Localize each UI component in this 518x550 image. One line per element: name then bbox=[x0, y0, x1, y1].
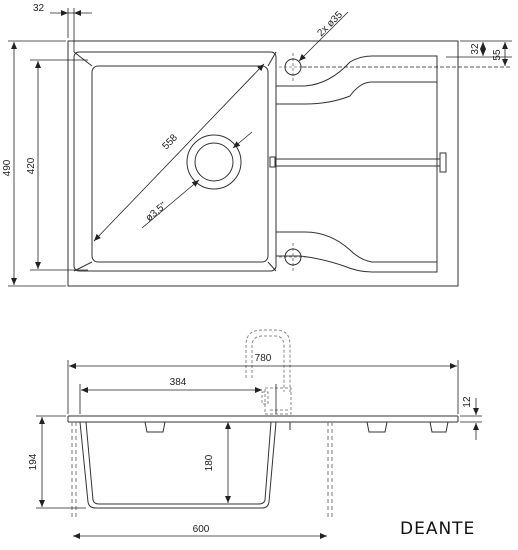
dim-total-depth: 194 bbox=[28, 453, 39, 470]
overflow-slot bbox=[439, 152, 447, 173]
faucet-outline bbox=[245, 329, 292, 415]
dim-hole-offset-b: 55 bbox=[492, 49, 503, 61]
dim-overall-height: 490 bbox=[2, 159, 13, 176]
dim-edge-offset: 32 bbox=[33, 3, 45, 14]
dim-overall-length: 780 bbox=[255, 353, 272, 364]
bowl-profile bbox=[79, 421, 277, 509]
tap-hole-bottom bbox=[284, 248, 302, 266]
bowl-bevel bbox=[267, 51, 277, 67]
dim-hole-offset-a: 32 bbox=[470, 43, 481, 55]
brand-logo: DEANTE bbox=[400, 519, 475, 539]
bowl-bevel bbox=[73, 51, 93, 67]
bowl-outer-rim bbox=[73, 51, 277, 272]
drain-inner bbox=[194, 142, 234, 182]
tap-hole-top bbox=[284, 58, 302, 76]
cabinet-walls bbox=[71, 422, 333, 520]
dim-bowl-depth: 180 bbox=[204, 454, 215, 471]
sink-outer-outline bbox=[67, 40, 459, 287]
bowl-inner bbox=[91, 65, 269, 263]
mounting-clip bbox=[144, 421, 166, 433]
top-view-dimensions bbox=[8, 8, 512, 287]
bowl-profile-inner bbox=[85, 421, 272, 505]
dim-bowl-length: 384 bbox=[170, 377, 187, 388]
mounting-clip bbox=[429, 421, 449, 433]
dim-rim-thickness: 12 bbox=[462, 396, 473, 408]
bowl-bevel bbox=[267, 261, 277, 272]
drainer-groove-bottom bbox=[276, 231, 438, 273]
mounting-clip bbox=[366, 421, 388, 433]
dim-tap-holes: 2x ø35 bbox=[316, 9, 346, 39]
dim-cabinet-width: 600 bbox=[193, 524, 210, 535]
dim-drain: ø3,5" bbox=[144, 200, 169, 224]
side-view bbox=[67, 415, 459, 509]
dim-bowl-height: 420 bbox=[26, 157, 37, 174]
bowl-bevel bbox=[73, 261, 93, 272]
top-view bbox=[67, 40, 459, 287]
side-view-dimensions bbox=[36, 360, 482, 539]
drainer-groove-top bbox=[276, 55, 438, 105]
drainer-stop bbox=[269, 156, 276, 168]
dim-diagonal: 558 bbox=[160, 132, 180, 152]
